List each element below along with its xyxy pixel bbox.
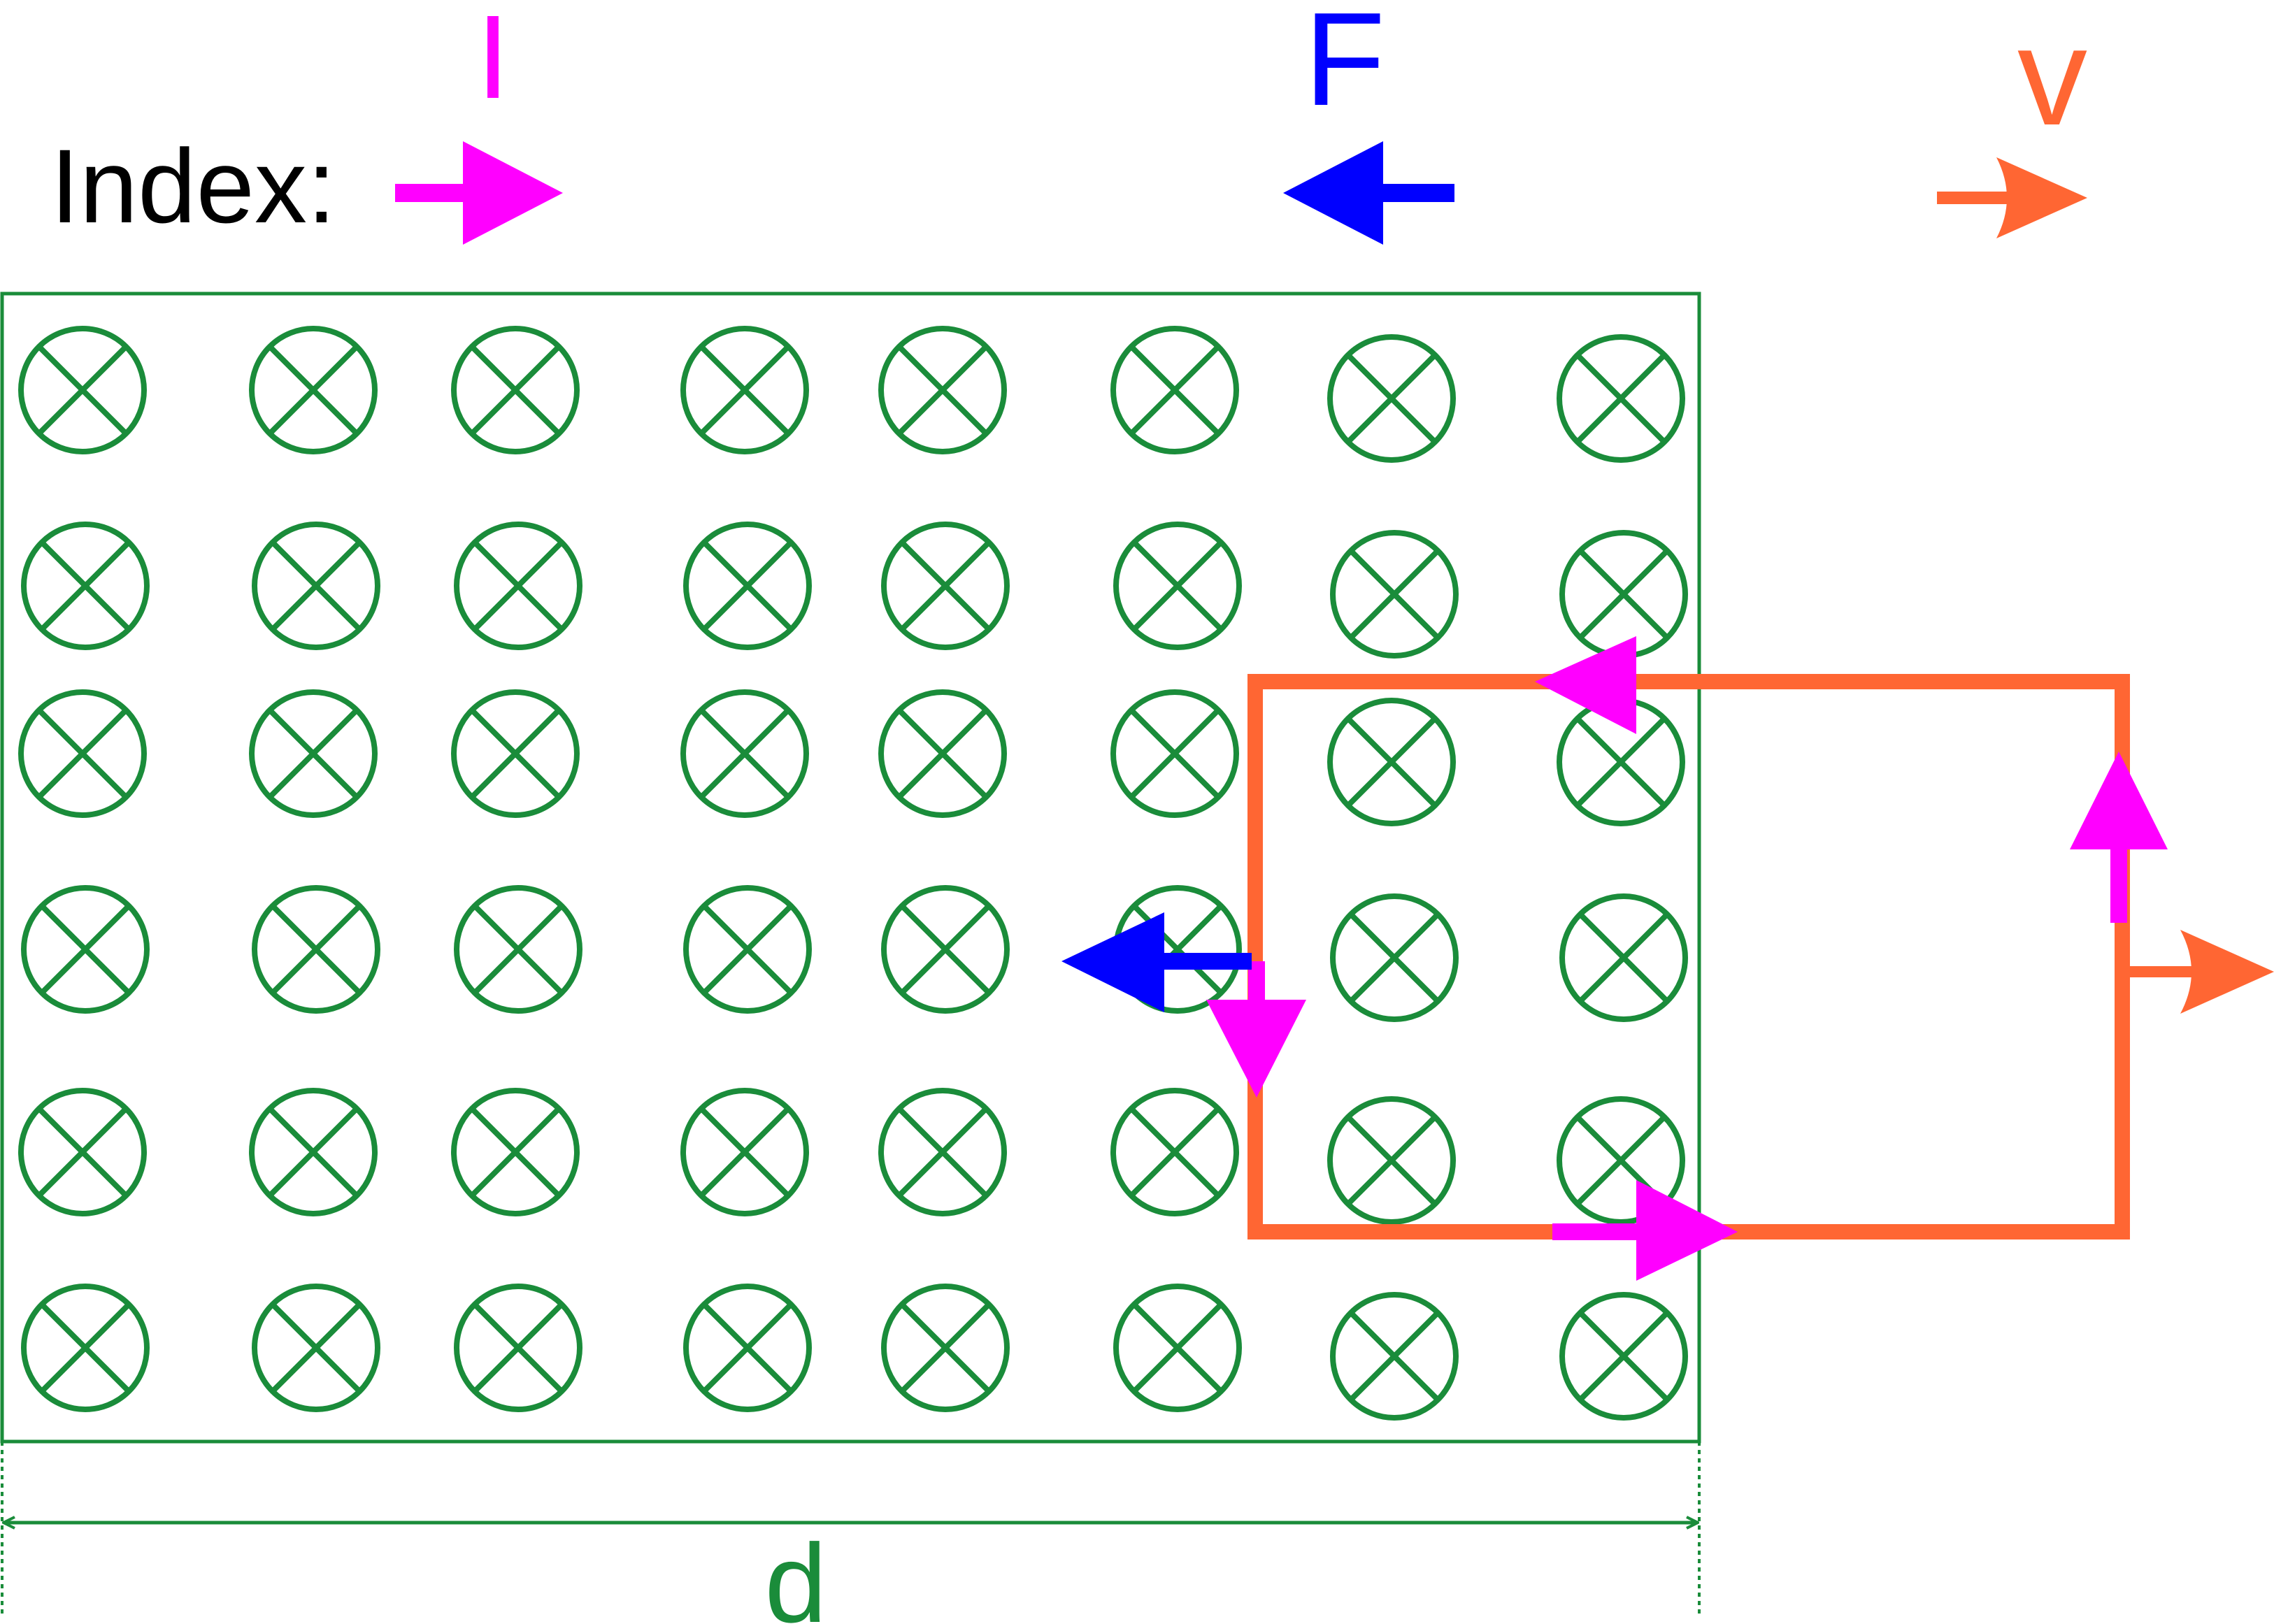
current-symbol: I — [476, 0, 509, 124]
field-into-page-icon — [18, 326, 147, 454]
field-into-page-icon — [21, 885, 150, 1014]
field-into-page-icon — [1110, 326, 1239, 454]
field-into-page-icon — [1327, 334, 1456, 463]
field-into-page-icon — [1559, 1292, 1688, 1421]
velocity-arrow-icon — [2180, 930, 2274, 1014]
current-arrow-right-icon — [2070, 752, 2168, 849]
field-into-page-icon — [683, 885, 812, 1014]
field-into-page-icon — [21, 1284, 150, 1412]
force-symbol: F — [1304, 0, 1385, 134]
field-into-page-icon — [1559, 530, 1688, 659]
legend-force: F — [1283, 0, 1454, 245]
field-into-page-icon — [18, 689, 147, 818]
field-into-page-icon — [680, 689, 809, 818]
field-into-page-icon — [878, 1088, 1007, 1216]
field-into-page-icon — [1557, 1096, 1685, 1225]
current-legend-arrow-icon — [463, 141, 563, 245]
field-symbols — [18, 326, 1688, 1421]
velocity-symbol: v — [2017, 0, 2087, 155]
velocity-legend-arrow-icon — [1996, 157, 2087, 238]
legend-current: I — [395, 0, 563, 245]
current-arrow-left-icon — [1206, 1000, 1306, 1098]
loop-current-arrows — [1206, 636, 2168, 1281]
field-into-page-icon — [451, 689, 580, 818]
field-into-page-icon — [252, 522, 380, 650]
field-into-page-icon — [18, 1088, 147, 1216]
field-into-page-icon — [454, 1284, 582, 1412]
legend: Index: I F v — [50, 0, 2087, 245]
field-into-page-icon — [881, 885, 1010, 1014]
field-into-page-icon — [878, 689, 1007, 818]
field-into-page-icon — [454, 885, 582, 1014]
field-into-page-icon — [249, 1088, 378, 1216]
width-label: d — [765, 1521, 827, 1624]
force-arrow-icon — [1061, 912, 1164, 1012]
legend-title: Index: — [50, 127, 336, 245]
field-into-page-icon — [680, 326, 809, 454]
field-into-page-icon — [249, 326, 378, 454]
field-into-page-icon — [1557, 334, 1685, 463]
field-into-page-icon — [1330, 530, 1459, 659]
field-into-page-icon — [1110, 689, 1239, 818]
field-into-page-icon — [878, 326, 1007, 454]
field-into-page-icon — [451, 1088, 580, 1216]
field-into-page-icon — [1330, 893, 1459, 1022]
field-into-page-icon — [881, 1284, 1010, 1412]
field-into-page-icon — [252, 1284, 380, 1412]
legend-velocity: v — [1937, 0, 2087, 238]
field-into-page-icon — [249, 689, 378, 818]
force-arrow — [1061, 912, 1252, 1012]
field-into-page-icon — [454, 522, 582, 650]
current-arrow-bottom-icon — [1636, 1180, 1738, 1281]
velocity-arrow — [2126, 930, 2274, 1014]
field-into-page-icon — [21, 522, 150, 650]
force-legend-arrow-icon — [1283, 141, 1383, 245]
current-arrow-top-icon — [1535, 636, 1636, 734]
field-into-page-icon — [1113, 1284, 1242, 1412]
field-into-page-icon — [881, 522, 1010, 650]
field-into-page-icon — [252, 885, 380, 1014]
conducting-loop — [1247, 674, 2130, 1239]
field-into-page-icon — [1110, 1088, 1239, 1216]
field-into-page-icon — [680, 1088, 809, 1216]
field-region-border — [0, 292, 1701, 1444]
field-into-page-icon — [1113, 522, 1242, 650]
field-into-page-icon — [1330, 1292, 1459, 1421]
field-into-page-icon — [451, 326, 580, 454]
field-into-page-icon — [1327, 698, 1456, 826]
width-dimension: d — [1, 1442, 1701, 1624]
field-into-page-icon — [1327, 1096, 1456, 1225]
field-into-page-icon — [683, 1284, 812, 1412]
field-into-page-icon — [1559, 893, 1688, 1022]
field-into-page-icon — [683, 522, 812, 650]
